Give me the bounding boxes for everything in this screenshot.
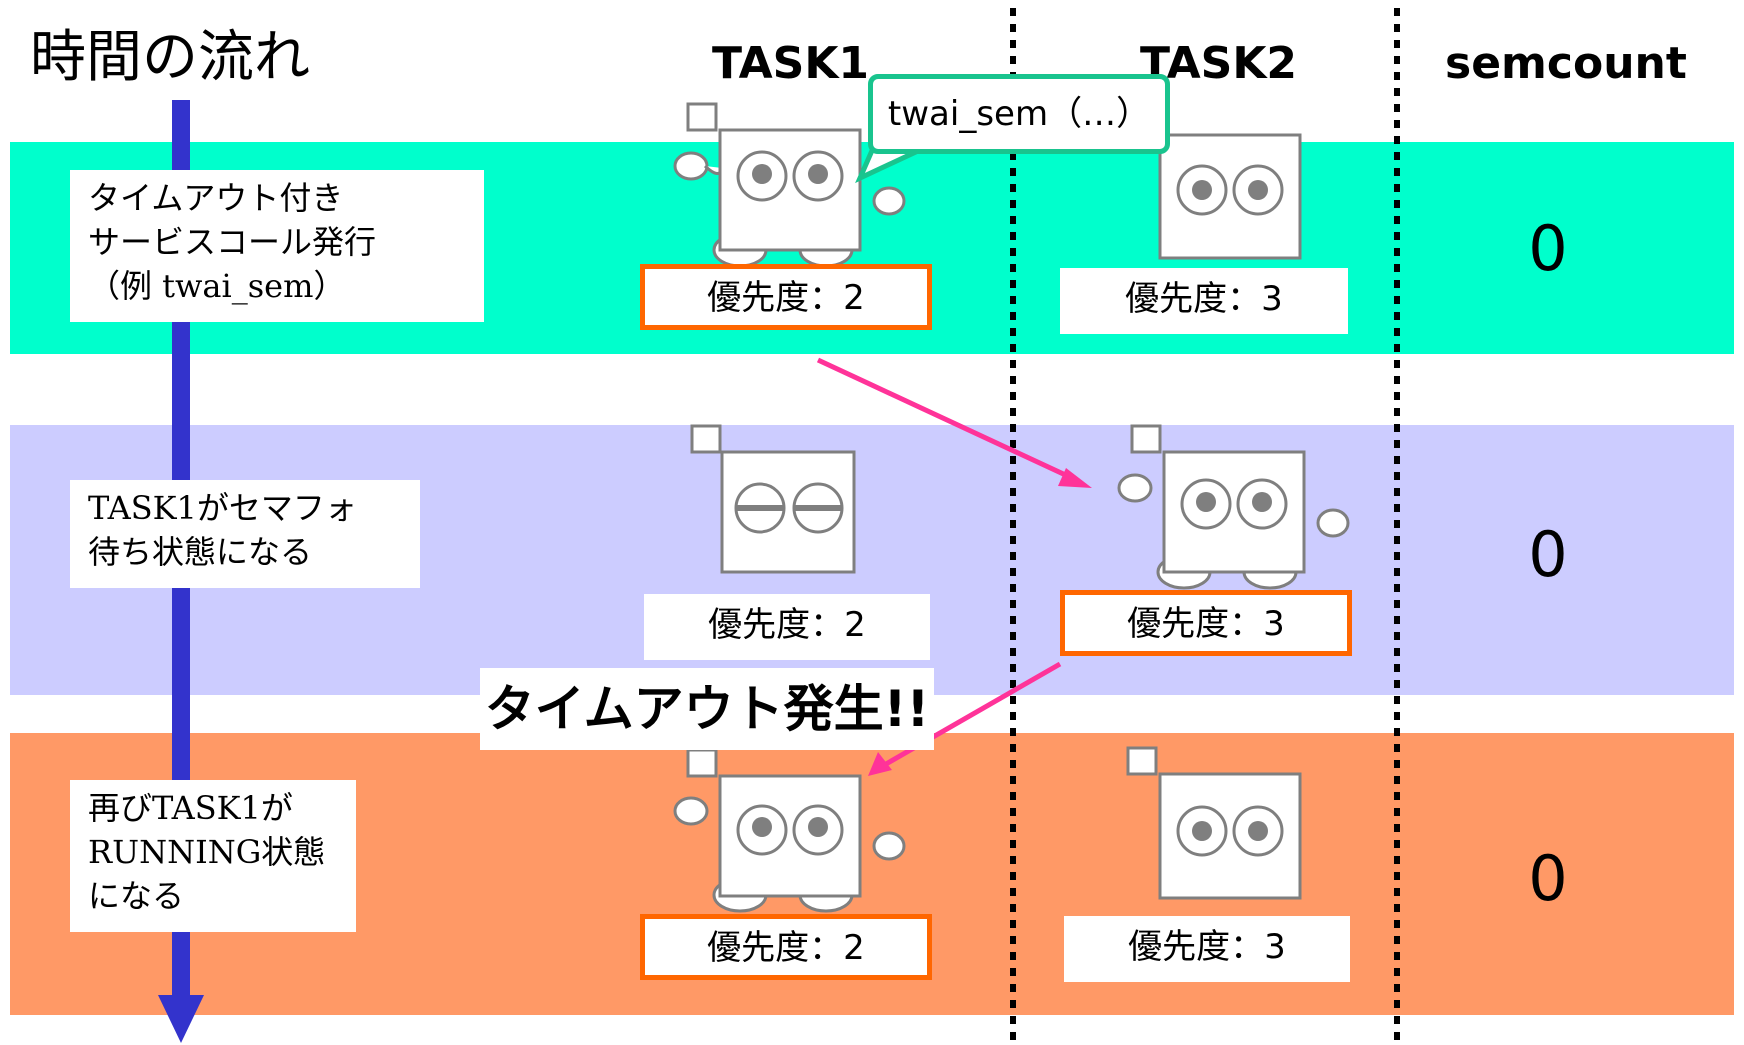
transition-arrow-1 [816,357,1092,488]
column-header-semcount: semcount [1445,38,1687,89]
robot-task1-row3 [673,748,906,913]
robot-task1-row2 [690,424,856,574]
robot-task1-row1 [673,102,906,268]
semcount-row1: 0 [1528,212,1568,285]
column-header-task1: TASK1 [712,38,870,89]
priority-task1-row3: 優先度：2 [640,914,932,980]
priority-task2-row2: 優先度：3 [1060,590,1352,656]
timeout-label: タイムアウト発生!! [480,668,934,750]
page-title: 時間の流れ [30,25,310,90]
semcount-row3: 0 [1528,842,1568,915]
robot-task2-row1 [1158,133,1302,260]
step-description-3: 再びTASK1が RUNNING状態 になる [70,780,356,932]
robot-task2-row3 [1126,746,1302,900]
step-description-1: タイムアウト付き サービスコール発行 （例 twai_sem） [70,170,484,322]
priority-task2-row3: 優先度：3 [1064,916,1350,982]
robot-task2-row2 [1117,424,1350,590]
priority-task1-row1: 優先度：2 [640,264,932,330]
speech-bubble: twai_sem（…） [868,74,1170,154]
priority-task1-row2: 優先度：2 [644,594,930,660]
semcount-row2: 0 [1528,518,1568,591]
step-description-2: TASK1がセマフォ 待ち状態になる [70,480,420,588]
priority-task2-row1: 優先度：3 [1060,268,1348,334]
